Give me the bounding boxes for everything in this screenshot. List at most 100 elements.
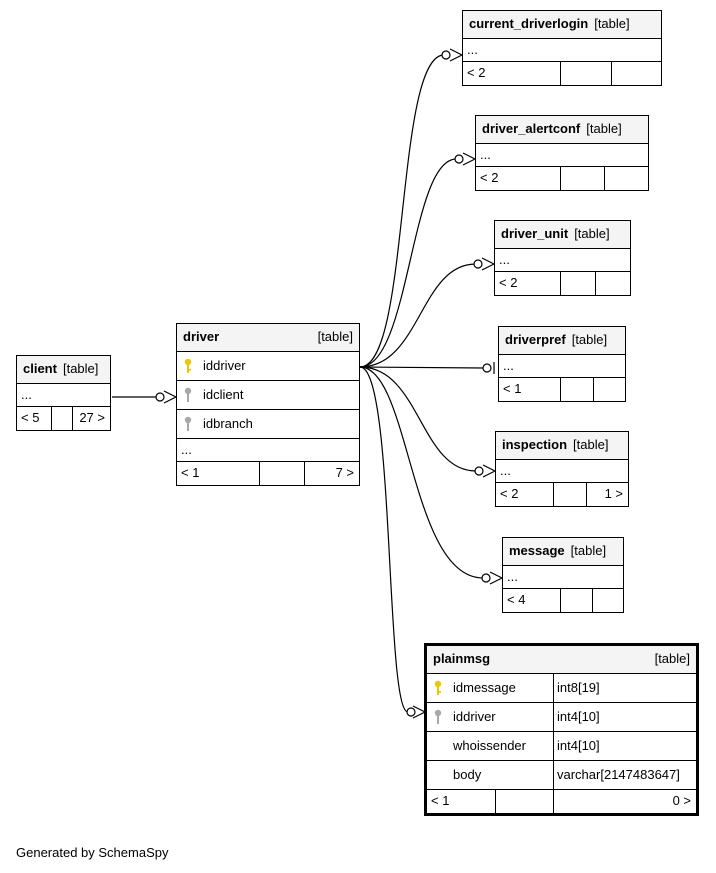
table-driver_unit[interactable]: driver_unit[table] ... < 2	[494, 220, 631, 296]
parents-count[interactable]: < 1	[431, 793, 450, 808]
table-kind-label: [table]	[571, 332, 608, 347]
children-count	[611, 62, 661, 85]
children-count[interactable]: 7 >	[304, 462, 359, 485]
table-footer: < 2 1 >	[496, 483, 628, 506]
column-type: int4[10]	[557, 738, 600, 753]
children-count[interactable]: 1 >	[586, 483, 628, 506]
edge-driver-current_driverlogin	[359, 54, 444, 368]
table-footer: < 4	[503, 589, 623, 612]
foreign-key-icon	[184, 416, 192, 431]
collapsed-columns: ...	[499, 355, 625, 378]
table-kind-label: [table]	[62, 361, 99, 376]
parents-count[interactable]: < 2	[467, 65, 486, 80]
column-row: idclient	[177, 381, 359, 410]
table-header: driverpref [table]	[499, 327, 625, 355]
collapsed-columns: ...	[503, 566, 623, 589]
edge-driver-inspection	[359, 366, 477, 472]
rows-cell	[560, 62, 611, 85]
column-row: whoissender int4[10]	[427, 732, 696, 761]
table-kind-label: [table]	[654, 651, 690, 666]
children-count	[592, 589, 623, 612]
rows-cell	[560, 167, 604, 190]
parents-count[interactable]: < 2	[499, 275, 518, 290]
column-name: iddriver	[203, 358, 246, 373]
table-kind-label: [table]	[586, 121, 622, 136]
edge-driver-driver_unit	[359, 263, 476, 368]
table-name: current_driverlogin	[469, 16, 589, 31]
table-footer: < 5 27 >	[17, 407, 110, 430]
table-name: plainmsg	[433, 651, 491, 666]
column-name: idmessage	[453, 680, 516, 695]
parents-count[interactable]: < 2	[500, 486, 519, 501]
rows-cell	[560, 378, 593, 401]
rows-cell	[259, 462, 304, 485]
column-name: idbranch	[203, 416, 253, 431]
table-footer: < 1 0 >	[427, 790, 696, 813]
rows-cell	[560, 272, 595, 295]
table-plainmsg[interactable]: plainmsg [table] idmessage int8[19] iddr…	[424, 643, 699, 816]
children-count	[595, 272, 630, 295]
table-kind-label: [table]	[594, 16, 630, 31]
column-name: body	[453, 767, 482, 782]
edge-driver-message	[359, 366, 484, 579]
column-row: iddriver	[177, 352, 359, 381]
foreign-key-icon	[434, 709, 442, 724]
parents-count[interactable]: < 5	[21, 410, 40, 425]
table-inspection[interactable]: inspection[table] ... < 2 1 >	[495, 431, 629, 507]
table-message[interactable]: message [table] ... < 4	[502, 537, 624, 613]
children-count	[593, 378, 625, 401]
column-name: idclient	[203, 387, 244, 402]
primary-key-icon	[184, 358, 192, 373]
table-footer: < 2	[476, 167, 648, 190]
column-type: int8[19]	[557, 680, 600, 695]
table-name: driver	[183, 329, 220, 344]
table-header: inspection[table]	[496, 432, 628, 460]
table-header: current_driverlogin [table]	[463, 11, 661, 39]
table-driver_alertconf[interactable]: driver_alertconf[table] ... < 2	[475, 115, 649, 191]
table-header: driver [table]	[177, 324, 359, 352]
table-kind-label: [table]	[570, 543, 607, 558]
column-type: int4[10]	[557, 709, 600, 724]
parents-count[interactable]: < 4	[507, 592, 526, 607]
table-header: plainmsg [table]	[427, 646, 696, 674]
table-client[interactable]: client [table] ... < 5 27 >	[16, 355, 111, 431]
table-name: client	[23, 361, 57, 376]
column-row: body varchar[2147483647]	[427, 761, 696, 790]
parents-count[interactable]: < 1	[503, 381, 522, 396]
table-kind-label: [table]	[574, 226, 610, 241]
edge-driver-plainmsg	[359, 366, 409, 713]
table-driver[interactable]: driver [table] iddriver idclient idbranc…	[176, 323, 360, 486]
collapsed-columns: ...	[463, 39, 661, 62]
edge-driver-driver_alertconf	[359, 158, 457, 368]
rows-cell	[560, 589, 592, 612]
rows-cell	[51, 407, 72, 430]
edge-driver-driverpref	[359, 366, 485, 369]
collapsed-columns: ...	[17, 384, 110, 407]
column-row: idmessage int8[19]	[427, 674, 696, 703]
table-header: message [table]	[503, 538, 623, 566]
children-count[interactable]: 27 >	[72, 407, 110, 430]
column-name: whoissender	[453, 738, 526, 753]
table-name: message	[509, 543, 565, 558]
collapsed-columns: ...	[496, 460, 628, 483]
parents-count[interactable]: < 1	[181, 465, 200, 480]
column-row: idbranch	[177, 410, 359, 439]
table-name: driverpref	[505, 332, 566, 347]
table-name: driver_alertconf	[482, 121, 581, 136]
table-driverpref[interactable]: driverpref [table] ... < 1	[498, 326, 626, 402]
rows-cell	[495, 790, 553, 813]
foreign-key-icon	[184, 387, 192, 402]
table-footer: < 1 7 >	[177, 462, 359, 485]
table-kind-label: [table]	[317, 329, 353, 344]
generated-by-footer: Generated by SchemaSpy	[16, 845, 169, 860]
children-count	[604, 167, 648, 190]
children-count: 0 >	[553, 790, 696, 813]
table-footer: < 2	[495, 272, 630, 295]
parents-count[interactable]: < 2	[480, 170, 499, 185]
table-header: driver_unit[table]	[495, 221, 630, 249]
table-current_driverlogin[interactable]: current_driverlogin [table] ... < 2	[462, 10, 662, 86]
column-type: varchar[2147483647]	[557, 767, 680, 782]
table-header: client [table]	[17, 356, 110, 384]
primary-key-icon	[434, 680, 442, 695]
